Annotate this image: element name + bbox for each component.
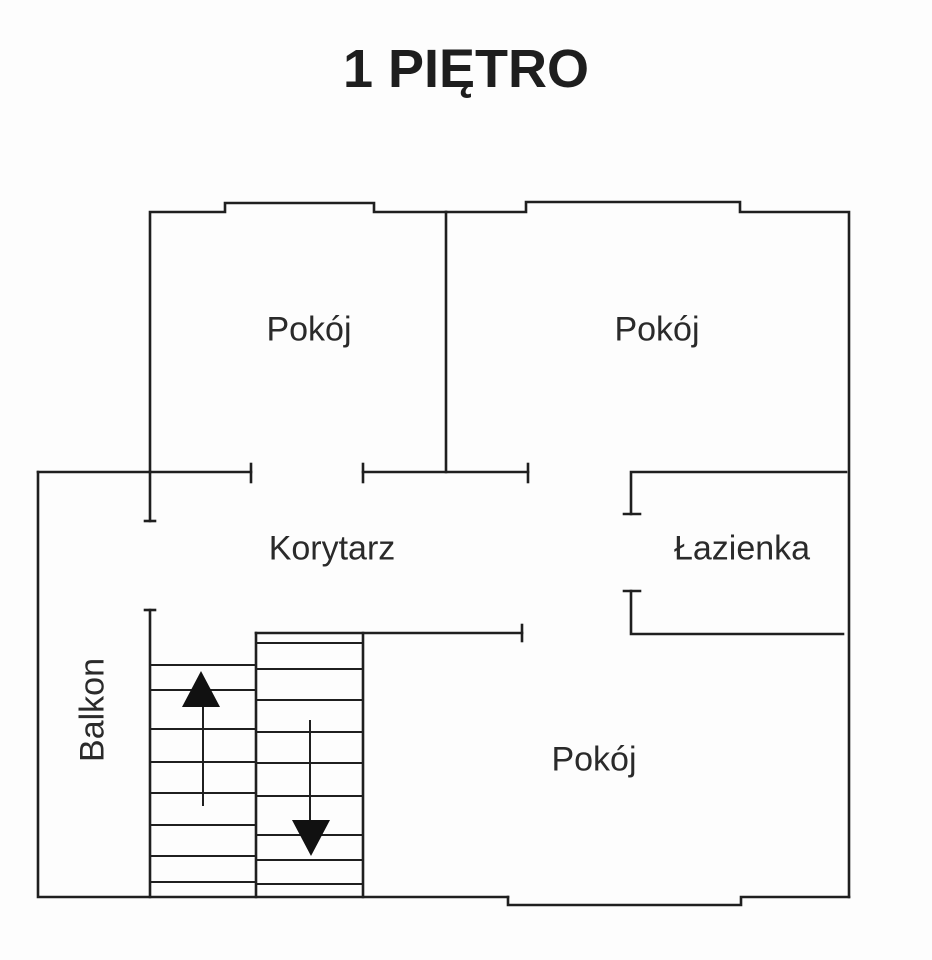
room-label-korytarz: Korytarz: [268, 529, 396, 568]
floor-title: 1 PIĘTRO: [342, 39, 590, 99]
wall-top-right-room: [444, 200, 851, 899]
room-label-balkon: Balkon: [73, 658, 112, 762]
arrow-down-icon: [292, 720, 330, 856]
room-label-pokoj-top-right: Pokój: [614, 310, 700, 349]
arrow-up-icon: [182, 671, 220, 806]
wall-bathroom-top: [629, 470, 848, 516]
wall-balcony: [36, 470, 510, 899]
wall-bottom-room: [506, 895, 851, 907]
room-label-pokoj-bottom: Pokój: [551, 740, 637, 779]
room-label-pokoj-top-left: Pokój: [266, 310, 352, 349]
wall-top-left-room: [148, 201, 448, 474]
wall-bathroom-bottom: [629, 589, 845, 636]
room-label-lazienka: Łazienka: [673, 529, 811, 568]
